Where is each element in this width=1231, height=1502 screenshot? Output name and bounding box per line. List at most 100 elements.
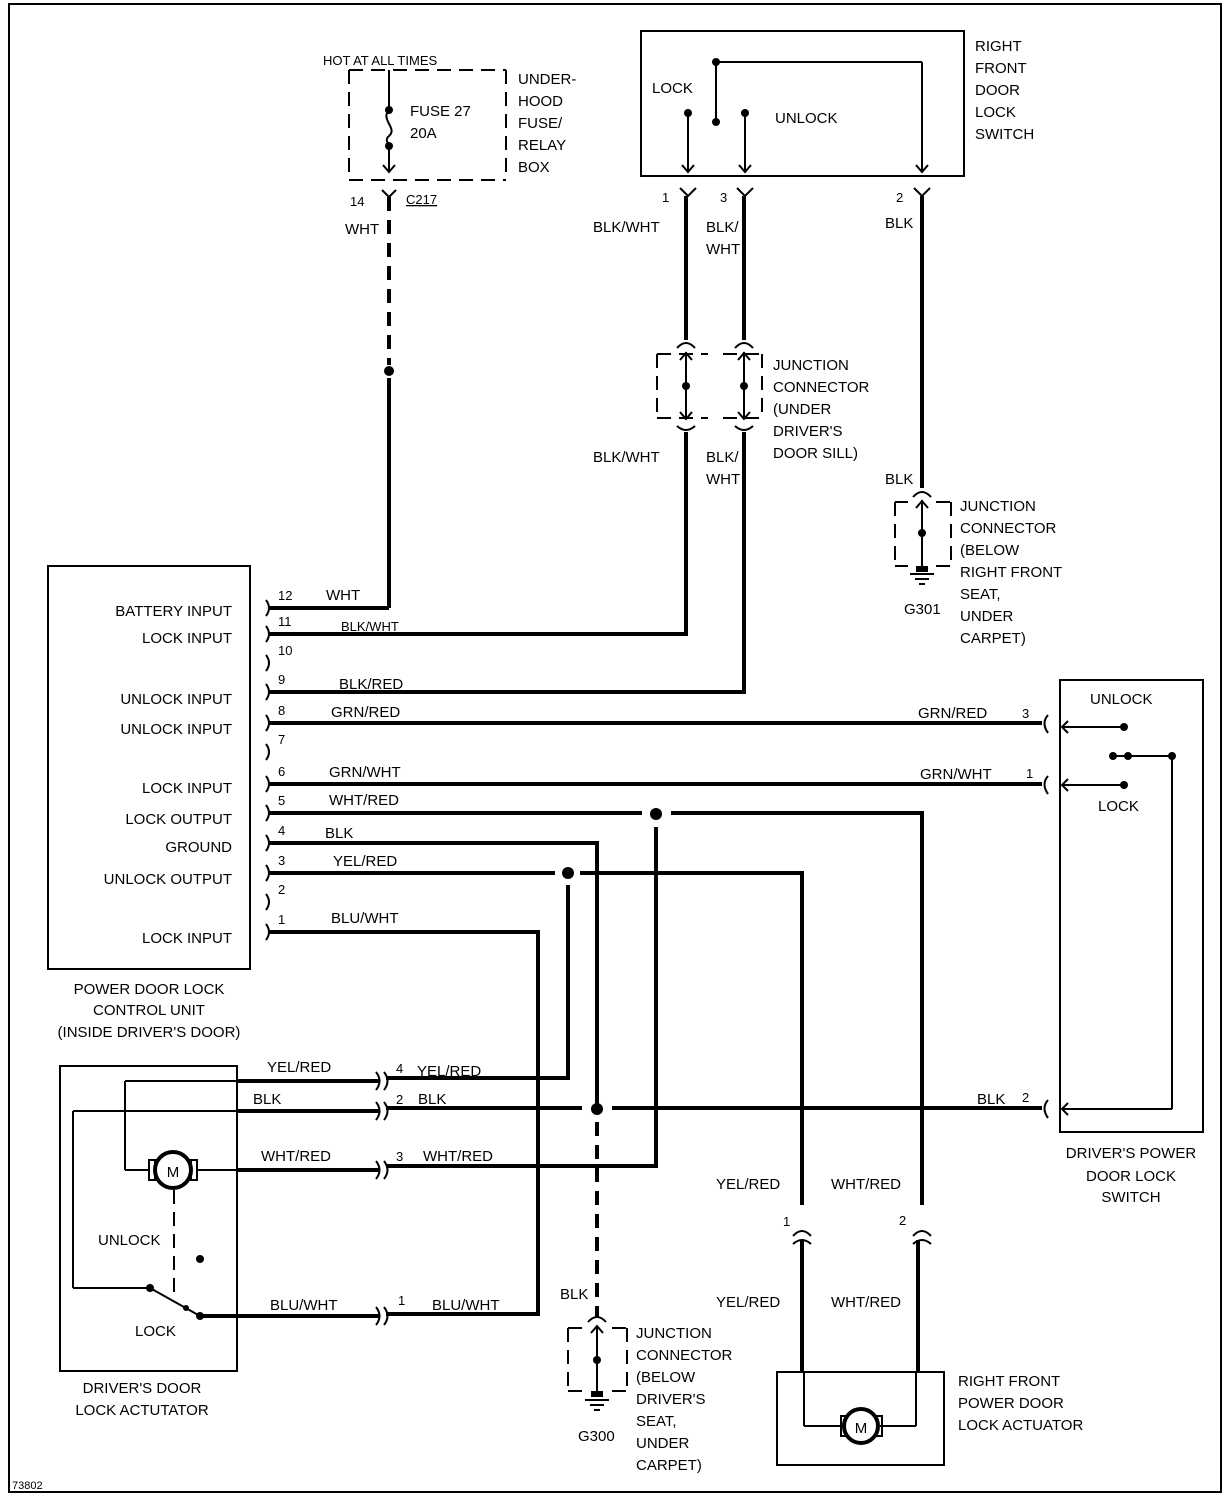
motor-label: M bbox=[167, 1164, 180, 1181]
pin-function-label: UNLOCK OUTPUT bbox=[104, 871, 232, 888]
control-unit-pin-number: 2 bbox=[278, 882, 285, 897]
control-unit-label: CONTROL UNIT bbox=[93, 1002, 205, 1019]
connector-icon bbox=[679, 187, 697, 198]
junction-label: JUNCTION bbox=[773, 357, 849, 374]
control-unit-pin-number: 3 bbox=[278, 853, 285, 868]
connector-icon bbox=[912, 491, 932, 498]
connector-icon bbox=[1043, 1099, 1049, 1119]
wire-color-label: WHT bbox=[706, 471, 740, 488]
pin-function-label: BATTERY INPUT bbox=[115, 603, 232, 620]
control-unit-label: (INSIDE DRIVER'S DOOR) bbox=[58, 1024, 241, 1041]
wire-color-label: BLK/WHT bbox=[593, 449, 660, 466]
arrow-down-icon bbox=[679, 411, 693, 421]
wire-color-label: GRN/RED bbox=[918, 705, 987, 722]
driver-actuator-label: LOCK ACTUTATOR bbox=[75, 1402, 209, 1419]
diagram-code: 73802 bbox=[12, 1480, 43, 1492]
control-unit-pin-connector bbox=[265, 625, 270, 643]
control-unit-pin-connector bbox=[265, 683, 270, 701]
switch-contact-dot bbox=[712, 118, 720, 126]
pin-number: 4 bbox=[396, 1061, 403, 1076]
pin-function-label: LOCK INPUT bbox=[142, 780, 232, 797]
control-unit-box bbox=[47, 565, 251, 970]
hot-at-all-times-label: HOT AT ALL TIMES bbox=[323, 53, 437, 68]
junction-label: DRIVER'S bbox=[773, 423, 843, 440]
arrow-down-icon bbox=[915, 164, 929, 174]
arrow-left-icon bbox=[1060, 778, 1069, 792]
connector-icon bbox=[734, 342, 754, 349]
control-unit-pin-connector bbox=[265, 864, 270, 882]
connector-icon bbox=[676, 342, 696, 349]
wire-color-label: BLK bbox=[885, 215, 913, 232]
wire-color-label: BLK bbox=[885, 471, 913, 488]
inline-connector-icon bbox=[383, 1160, 389, 1180]
junction-connector-g300: BLK G300 JUNCTION CONNECTOR (BELOW DRIVE… bbox=[560, 1286, 733, 1474]
driver-switch-unlock-label: UNLOCK bbox=[1090, 691, 1153, 708]
wire-color-label: WHT bbox=[706, 241, 740, 258]
wire-color-label: BLU/WHT bbox=[432, 1297, 500, 1314]
control-unit-pin-connector bbox=[265, 893, 270, 911]
pin-number: 3 bbox=[396, 1149, 403, 1164]
rf-switch-label: DOOR bbox=[975, 82, 1020, 99]
ground-label: G300 bbox=[578, 1428, 615, 1445]
actuator-unlock-label: UNLOCK bbox=[98, 1232, 161, 1249]
rf-switch-unlock-label: UNLOCK bbox=[775, 110, 838, 127]
rf-switch-label: FRONT bbox=[975, 60, 1027, 77]
junction-label: RIGHT FRONT bbox=[960, 564, 1062, 581]
wire-color-label: BLK/RED bbox=[339, 676, 403, 693]
rf-actuator-label: RIGHT FRONT bbox=[958, 1373, 1060, 1390]
arrow-up-icon bbox=[590, 1324, 604, 1334]
arrow-up-icon bbox=[915, 499, 929, 509]
driver-actuator-box bbox=[59, 1065, 238, 1372]
inline-connector-icon bbox=[383, 1101, 389, 1121]
pin-function-label: UNLOCK INPUT bbox=[120, 691, 232, 708]
pin-number: 2 bbox=[1022, 1090, 1029, 1105]
driver-switch-box bbox=[1059, 679, 1204, 1133]
wire-color-label: BLK/WHT bbox=[593, 219, 660, 236]
inline-connector-icon bbox=[375, 1071, 381, 1091]
wire-color-label: WHT/RED bbox=[329, 792, 399, 809]
control-unit-pin-connector bbox=[265, 775, 270, 793]
connector-icon bbox=[913, 187, 931, 198]
wire-color-label: WHT/RED bbox=[423, 1148, 493, 1165]
right-front-door-lock-switch: LOCK UNLOCK RIGHT FRONT DOOR LOCK SWITCH… bbox=[593, 30, 1034, 258]
inline-connector-icon bbox=[375, 1306, 381, 1326]
pin-number: 1 bbox=[398, 1293, 405, 1308]
wire-color-label: YEL/RED bbox=[267, 1059, 331, 1076]
fuse-box-label: UNDER- bbox=[518, 71, 576, 88]
control-unit-pin-connector bbox=[265, 599, 270, 617]
control-unit-pin-number: 5 bbox=[278, 793, 285, 808]
wire-color-label: WHT/RED bbox=[261, 1148, 331, 1165]
junction-label: CARPET) bbox=[636, 1457, 702, 1474]
junction-label: (BELOW bbox=[960, 542, 1020, 559]
ground-terminal bbox=[591, 1391, 603, 1397]
junction-label: CARPET) bbox=[960, 630, 1026, 647]
junction-label: UNDER bbox=[636, 1435, 690, 1452]
motor-label: M bbox=[855, 1420, 868, 1437]
wire-color-label: GRN/WHT bbox=[920, 766, 992, 783]
splice-dot bbox=[650, 808, 662, 820]
connector-icon bbox=[792, 1230, 812, 1237]
rf-actuator-label: LOCK ACTUATOR bbox=[958, 1417, 1083, 1434]
wire-color-label: BLK bbox=[253, 1091, 281, 1108]
connector-icon bbox=[1043, 714, 1049, 734]
switch-unlock-contact bbox=[1120, 723, 1128, 731]
arrow-left-icon bbox=[1060, 1102, 1069, 1116]
driver-switch-lock-label: LOCK bbox=[1098, 798, 1139, 815]
wire-color-label: WHT bbox=[326, 587, 360, 604]
junction-label: (BELOW bbox=[636, 1369, 696, 1386]
wire-color-label: BLK bbox=[325, 825, 353, 842]
connector-icon bbox=[734, 425, 754, 431]
junction-label: JUNCTION bbox=[636, 1325, 712, 1342]
junction-outline bbox=[894, 501, 952, 567]
wire-color-label: BLK bbox=[418, 1091, 446, 1108]
pin-number: 2 bbox=[899, 1213, 906, 1228]
fuse-rating: 20A bbox=[410, 125, 437, 142]
inline-connector-icon bbox=[375, 1101, 381, 1121]
control-unit-pin-number: 7 bbox=[278, 732, 285, 747]
wire-color-label: BLK bbox=[977, 1091, 1005, 1108]
inline-connector-icon bbox=[375, 1160, 381, 1180]
junction-label: UNDER bbox=[960, 608, 1014, 625]
wire-color-label: WHT bbox=[345, 221, 379, 238]
connector-c217-icon bbox=[381, 189, 397, 199]
